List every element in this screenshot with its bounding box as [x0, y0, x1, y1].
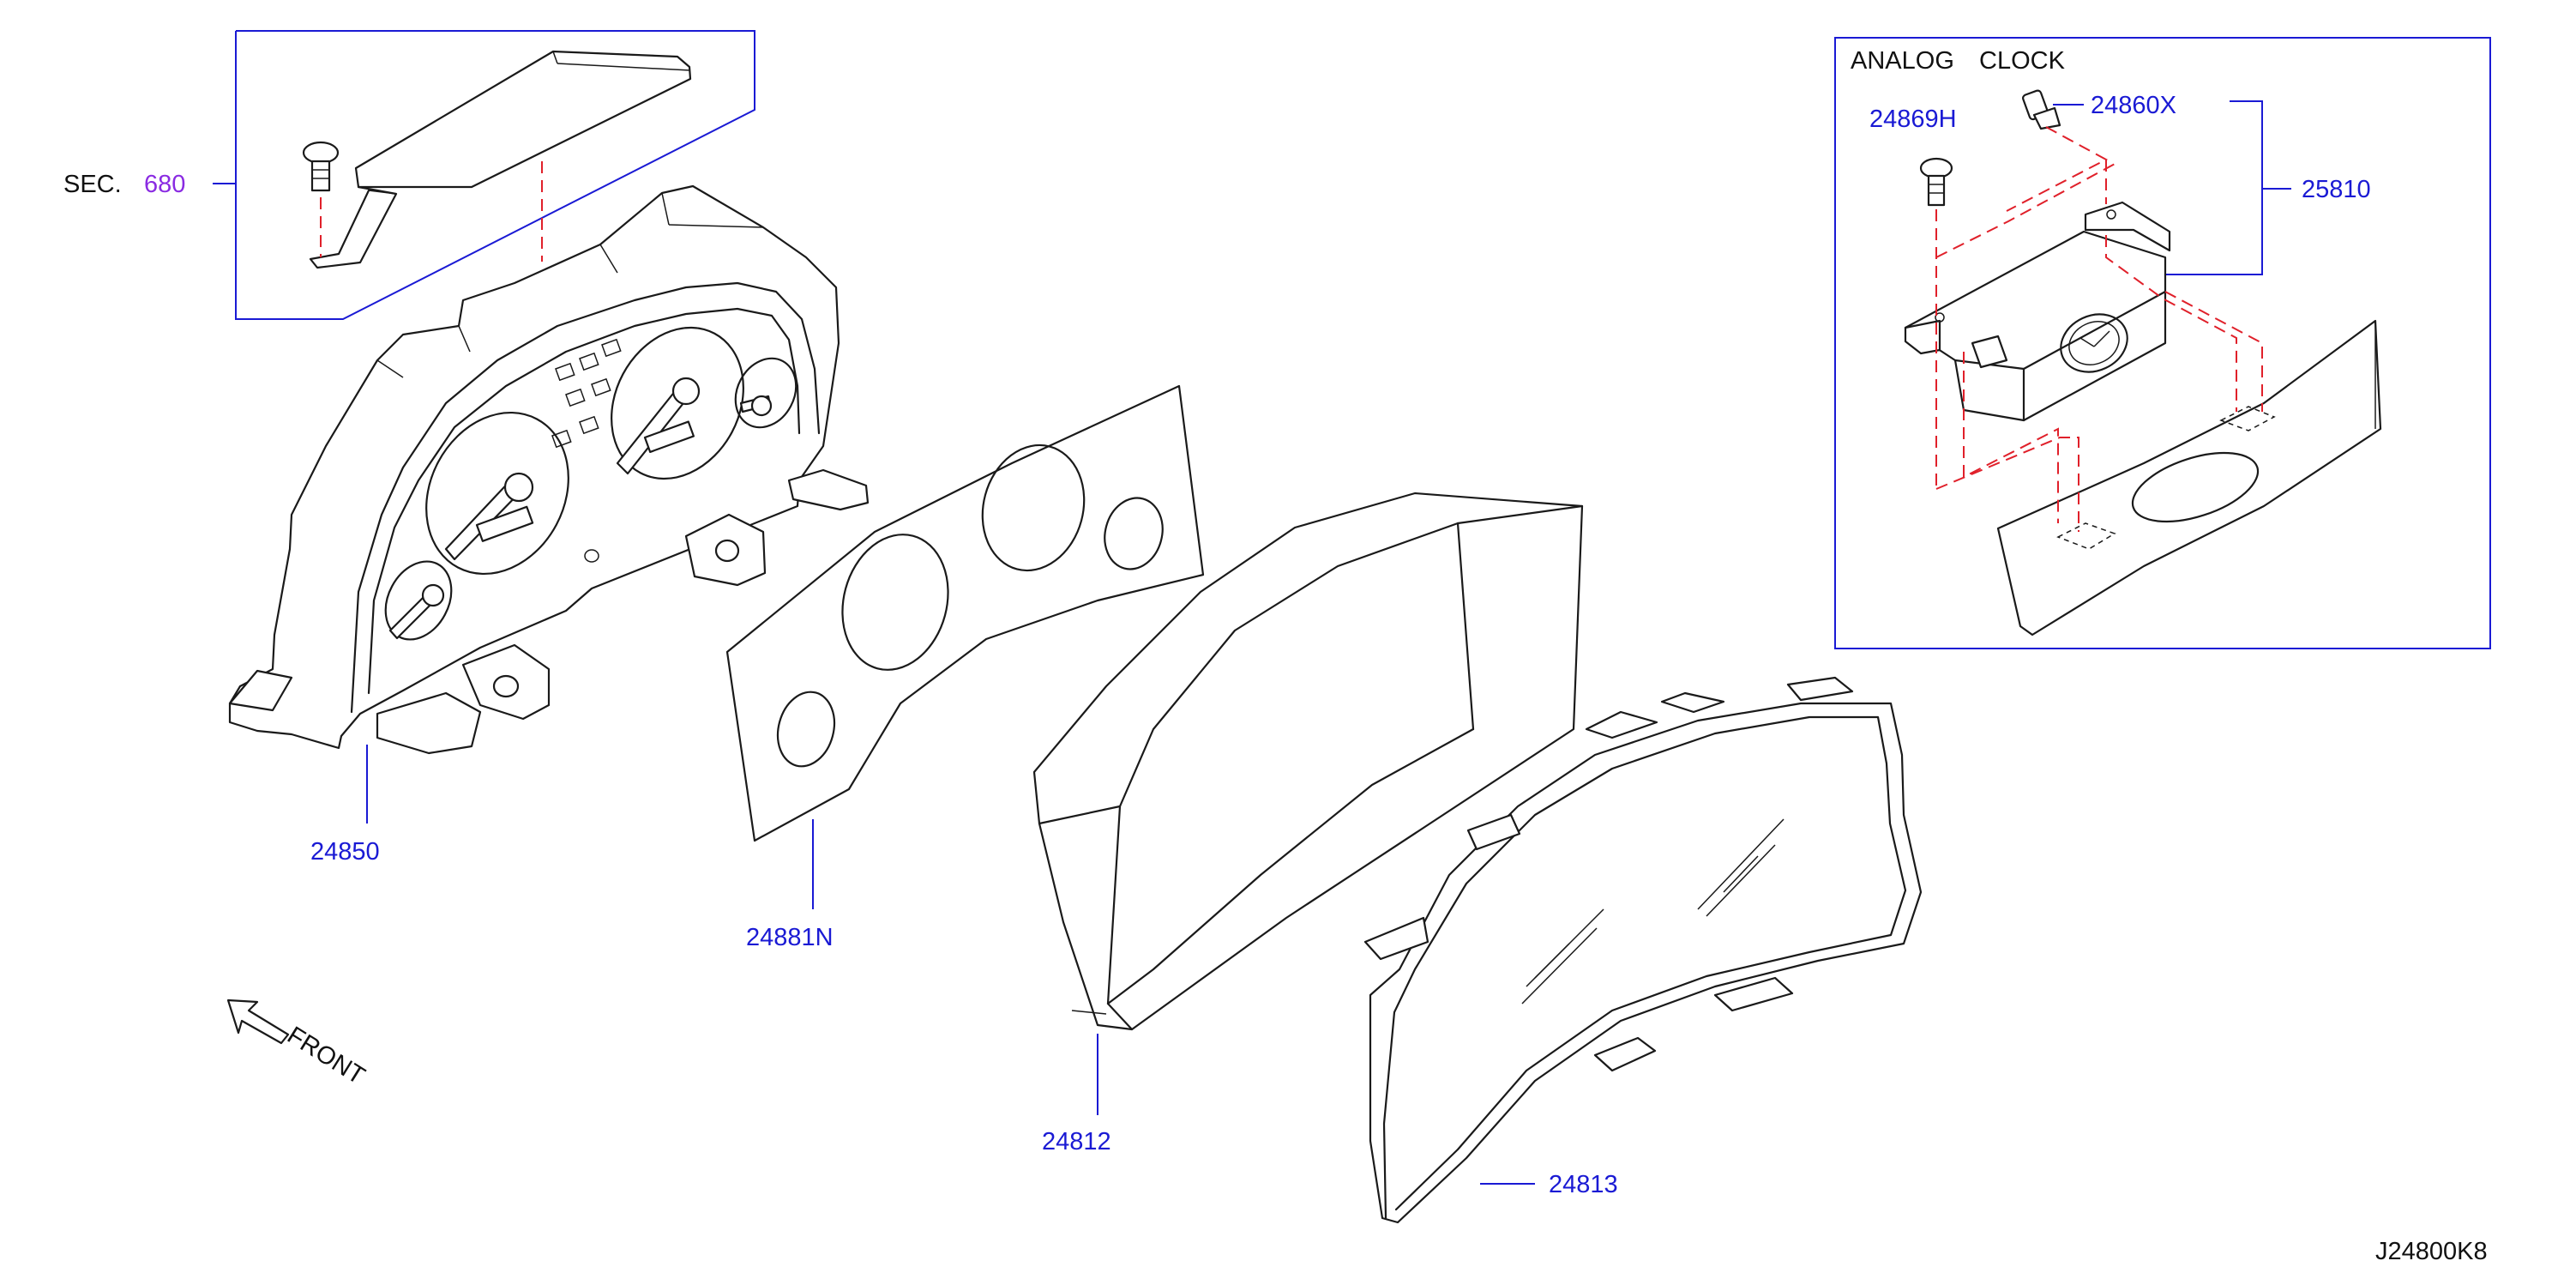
mask-outline [1032, 492, 1584, 1031]
clock-hour-hand [2079, 337, 2095, 347]
glass-clip-tab [1786, 676, 1854, 702]
glass-clip-tab [1660, 691, 1725, 714]
part-number-25810[interactable]: 25810 [2302, 176, 2371, 203]
warning-lamp [551, 429, 572, 449]
warning-lamp [565, 388, 586, 407]
analog-clock-frame [1834, 37, 2491, 649]
warning-lamp [601, 338, 622, 358]
upper-cover-bracket [309, 50, 692, 269]
warning-lamp [579, 415, 599, 435]
clock-minute-hand [2093, 330, 2110, 347]
clock-finisher-opening [2131, 451, 2260, 523]
part-number-24860X[interactable]: 24860X [2091, 92, 2176, 119]
trip-window [643, 420, 695, 454]
glass-clip-tab [1713, 976, 1794, 1012]
housing-boss [492, 674, 520, 698]
dial-plate-hole-speedo [981, 443, 1086, 572]
glass-clip-tab [1593, 1036, 1657, 1072]
mounting-tab-left [228, 669, 293, 712]
clip-guide-line [2006, 126, 2109, 212]
unit-drop-line [2164, 291, 2263, 412]
meter-front-glass [1363, 676, 1923, 1224]
part-number-24881N[interactable]: 24881N [746, 924, 834, 951]
section-callout-frame [235, 30, 755, 320]
glass-clip-tab [1585, 710, 1658, 739]
warning-lamp [591, 377, 611, 397]
warning-lamp [555, 362, 575, 382]
section-prefix: SEC. [63, 171, 122, 198]
glass-glare [1706, 844, 1776, 917]
glass-glare [1521, 927, 1598, 1005]
screw-drop-line [1935, 437, 2079, 532]
warning-lamp [579, 352, 599, 371]
fuel-gauge-hub [750, 395, 773, 417]
tachometer-hub [503, 472, 534, 503]
housing-boss [714, 539, 740, 563]
part-number-24850[interactable]: 24850 [310, 838, 380, 866]
clock-finisher-panel [1996, 319, 2382, 636]
front-direction-indicator: FRONT [226, 998, 370, 1090]
speedometer-hub [671, 377, 701, 406]
mask-lower-edge [1106, 727, 1475, 1005]
fuel-gauge-dial [734, 357, 797, 429]
mask-inner-edge [1456, 522, 1475, 731]
glass-glare [1723, 855, 1759, 893]
dial-plate-hole-tach [841, 534, 949, 671]
clock-screw-icon [1919, 157, 1953, 207]
glass-clip-tab [1363, 916, 1429, 961]
finisher-clip-seat [2056, 522, 2116, 550]
part-number-24869H[interactable]: 24869H [1869, 106, 1957, 133]
bracket-screw-icon [302, 141, 340, 192]
housing-hole [584, 549, 599, 563]
unit-drop-line [2105, 235, 2237, 412]
mask-lip [1071, 1010, 1107, 1015]
inset-title-clock: CLOCK [1979, 47, 2066, 75]
section-680-callout: SEC. 680 [63, 30, 755, 320]
mounting-tab-bottom [376, 691, 482, 755]
screw-guide-line [1935, 162, 2117, 258]
glass-inner-rim [1382, 715, 1907, 1220]
glass-clip-tab [1466, 813, 1521, 851]
part-number-24813[interactable]: 24813 [1549, 1171, 1618, 1198]
leader-25810 [2166, 100, 2263, 275]
speedometer-dial [611, 326, 744, 480]
odometer-window [475, 505, 534, 542]
clock-face [2060, 313, 2128, 373]
mounting-tab-right [787, 468, 870, 511]
part-number-24812[interactable]: 24812 [1042, 1128, 1111, 1155]
combination-meter-housing [228, 184, 870, 755]
dial-plate-hole-temp [776, 691, 836, 768]
glass-glare [1697, 818, 1785, 910]
tachometer-dial [425, 411, 569, 576]
front-arrow-icon [226, 998, 290, 1045]
inset-title-analog: ANALOG [1851, 47, 1954, 75]
dial-plate-hole-fuel [1104, 497, 1164, 570]
unit-drop-line [1963, 352, 2059, 523]
section-number-link[interactable]: 680 [144, 171, 185, 198]
dial-plate [725, 384, 1205, 842]
glass-glare [1534, 943, 1570, 979]
meter-mask [1032, 492, 1584, 1031]
clock-bezel [2068, 321, 2120, 365]
clock-clip-icon [2022, 89, 2061, 130]
diagram-code: J24800K8 [2375, 1238, 2488, 1265]
finisher-clip-seat [2219, 406, 2276, 431]
front-label: FRONT [282, 1022, 370, 1090]
temp-gauge-hub [421, 583, 445, 607]
clock-unit [1904, 201, 2171, 422]
analog-clock-inset: ANALOG CLOCK 24869H 24860X 25810 [1834, 37, 2491, 649]
